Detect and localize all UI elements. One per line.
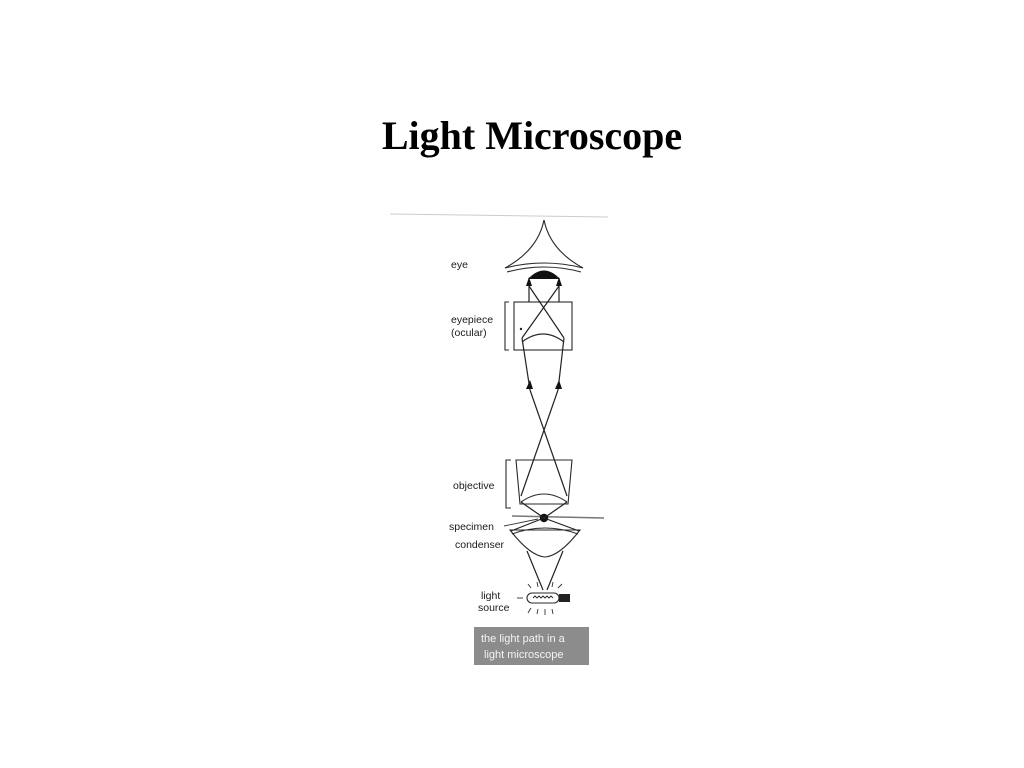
eyepiece-bracket [504, 301, 509, 351]
caption-box [474, 627, 589, 665]
caption-line-2: light microscope [484, 649, 563, 661]
label-specimen: specimen [449, 521, 494, 533]
slide-title: Light Microscope [381, 113, 683, 158]
light-rays [510, 283, 580, 591]
label-eye: eye [451, 259, 468, 271]
objective-assembly [515, 459, 573, 505]
ray-arrowheads [526, 277, 562, 389]
eye-shape [504, 219, 584, 279]
eyepiece-assembly [513, 301, 573, 351]
eye-pupil [528, 270, 560, 279]
label-source: source [478, 602, 510, 614]
scan-edge-line [389, 213, 609, 218]
stage-line [511, 515, 605, 519]
condenser-lens [508, 527, 582, 558]
caption-line-1: the light path in a [481, 633, 566, 645]
specimen-leader-line [503, 518, 539, 527]
label-ocular: (ocular) [451, 327, 487, 339]
label-light: light [481, 590, 500, 602]
label-objective: objective [453, 480, 495, 492]
objective-bracket [505, 459, 511, 509]
label-eyepiece: eyepiece [451, 314, 493, 326]
label-condenser: condenser [455, 539, 505, 551]
light-source-bulb [517, 581, 570, 615]
